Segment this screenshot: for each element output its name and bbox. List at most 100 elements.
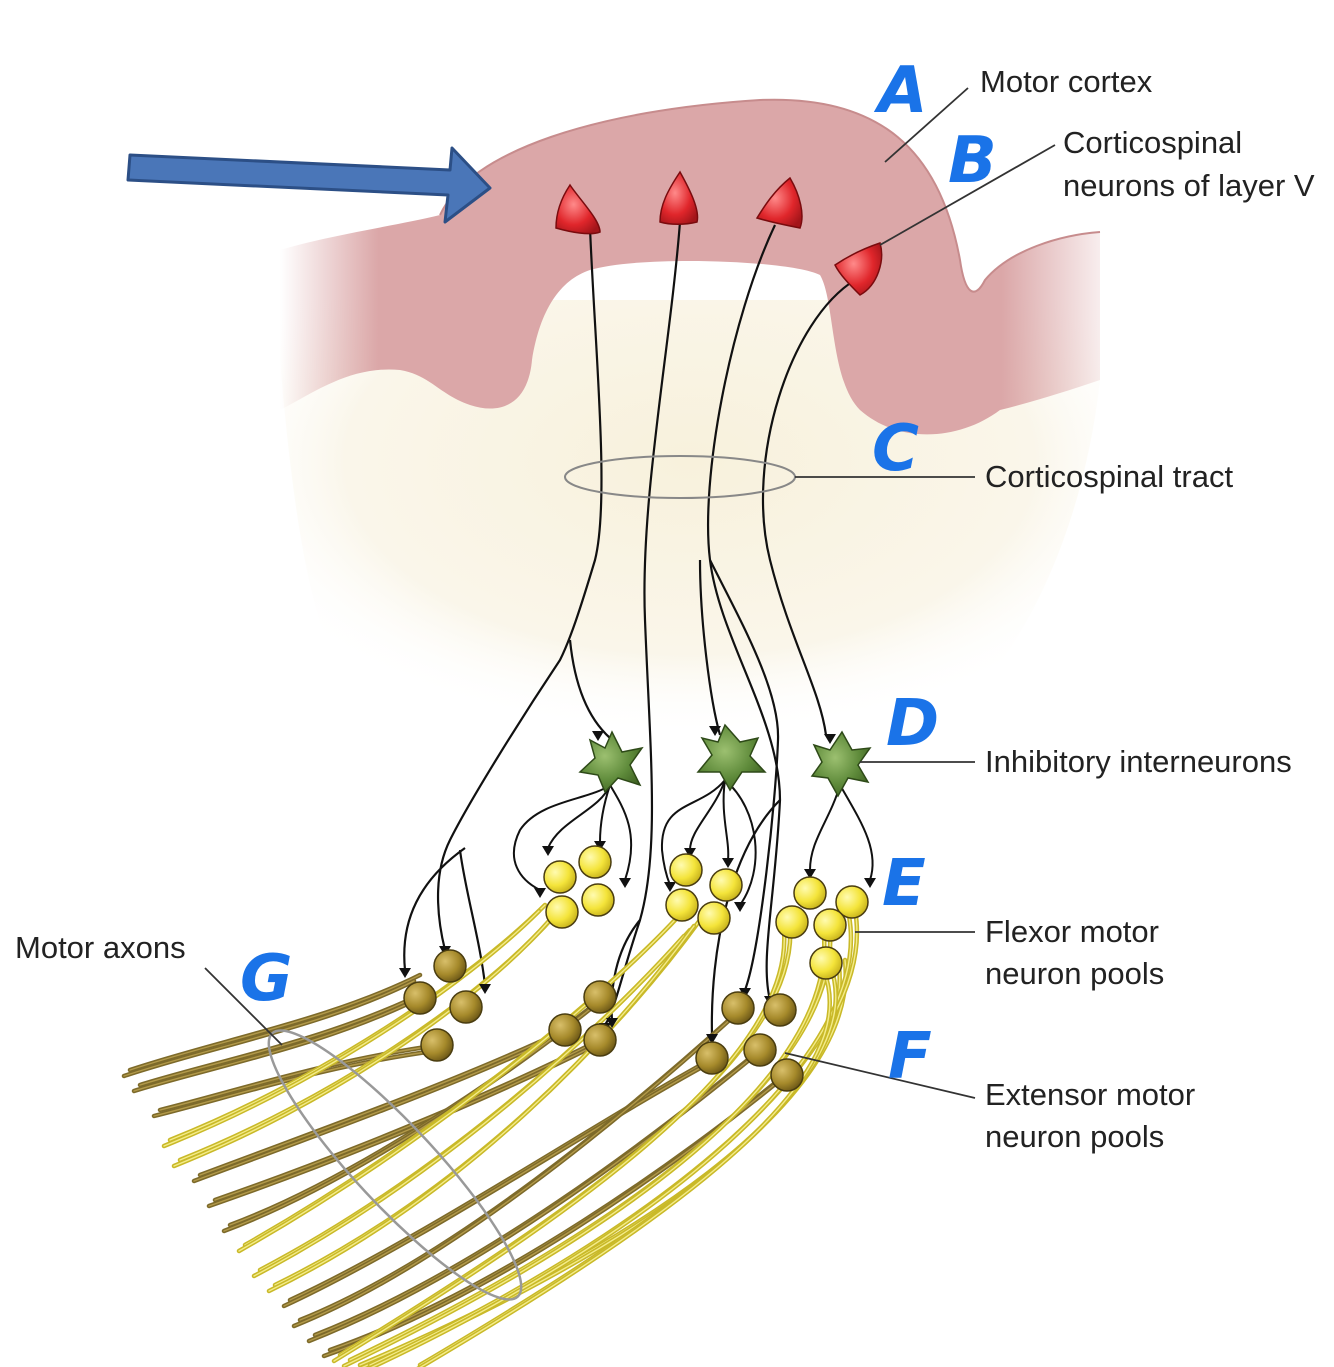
extensor-motor-neuron <box>583 1023 617 1057</box>
extensor-motor-neuron <box>403 981 437 1015</box>
synapse-terminal <box>734 902 746 912</box>
interneuron <box>810 730 872 798</box>
flexor-motor-neuron-pools <box>543 845 869 980</box>
axon-4 <box>761 279 856 736</box>
label-flexor-line1: Flexor motor <box>985 914 1159 949</box>
extensor-motor-neuron <box>583 980 617 1014</box>
axon-highlight <box>253 935 685 1277</box>
pyramidal-neuron <box>659 170 699 225</box>
flexor-motor-neuron <box>813 908 847 942</box>
axon-highlight <box>343 935 825 1367</box>
label-extensor-line2: neuron pools <box>985 1119 1164 1154</box>
axon-highlight <box>159 1044 441 1111</box>
axon-highlight <box>283 1065 705 1307</box>
pyramidal-neurons <box>555 170 883 296</box>
synapse-terminal <box>709 726 721 736</box>
axon-2 <box>604 221 682 1026</box>
labels: Motor cortex Corticospinal neurons of la… <box>15 64 1315 1154</box>
pyramidal-neuron <box>834 242 883 296</box>
letter-f: F <box>888 1020 932 1094</box>
extensor-motor-neuron <box>743 1033 777 1067</box>
axon-highlight <box>268 925 695 1292</box>
pointer-arrow <box>126 146 492 224</box>
flexor-motor-neuron <box>578 845 612 879</box>
letter-e: E <box>882 847 926 921</box>
synapse-terminal <box>824 734 836 744</box>
label-corticospinal-neurons-line1: Corticospinal <box>1063 125 1242 160</box>
flexor-motor-neuron <box>665 888 699 922</box>
letter-c: C <box>872 412 919 486</box>
axon-highlight <box>199 1029 566 1176</box>
axon-highlight <box>214 1039 601 1201</box>
axon-highlight <box>223 1005 595 1232</box>
flexor-motor-neuron <box>775 905 809 939</box>
label-corticospinal-neurons-line2: neurons of layer V <box>1063 168 1315 203</box>
synapse-terminal <box>706 1034 718 1044</box>
cortex-outline <box>439 98 1101 293</box>
axon-highlight <box>163 910 540 1147</box>
extensor-motor-neuron <box>548 1013 582 1047</box>
flexor-motor-neuron <box>669 853 703 887</box>
extensor-motor-neuron <box>770 1058 804 1092</box>
axon-highlight <box>129 974 421 1071</box>
axon-highlight <box>133 995 425 1092</box>
letter-b: B <box>948 124 997 198</box>
axon-3 <box>707 224 782 1001</box>
label-inhibitory-interneurons: Inhibitory interneurons <box>985 744 1292 779</box>
synapse-terminal <box>864 878 876 888</box>
flexor-motor-neuron <box>835 885 869 919</box>
inhibitory-interneurons <box>578 723 872 798</box>
flexor-motor-neuron <box>581 883 615 917</box>
synapse-terminal <box>592 731 604 741</box>
flexor-motor-neuron <box>809 946 843 980</box>
flexor-motor-neuron <box>793 876 827 910</box>
axon-highlight <box>173 920 550 1167</box>
axon-highlight <box>123 980 415 1077</box>
synapse-terminal <box>606 1018 618 1028</box>
label-corticospinal-tract: Corticospinal tract <box>985 459 1233 494</box>
extensor-motor-neuron <box>763 993 797 1027</box>
handwritten-letters: A B C D E F G <box>240 54 997 1094</box>
extensor-motor-neuron <box>695 1041 729 1075</box>
synapse-terminal <box>542 846 554 856</box>
axon-highlight <box>139 989 431 1086</box>
motor-axon-bundle <box>121 902 859 1367</box>
axon-1 <box>436 227 603 951</box>
leader-lines <box>204 87 1056 1099</box>
axon-highlight <box>308 1055 755 1342</box>
letter-d: D <box>886 687 939 761</box>
synapse-terminal <box>534 888 546 898</box>
pyramidal-neuron <box>755 176 803 229</box>
synapse-terminal <box>619 878 631 888</box>
label-motor-axons: Motor axons <box>15 930 186 965</box>
extensor-motor-neuron <box>433 949 467 983</box>
letter-g: G <box>240 942 293 1016</box>
synapse-terminal <box>804 869 816 879</box>
synapse-terminal <box>479 984 491 994</box>
flexor-motor-neuron <box>697 901 731 935</box>
extensor-motor-neuron <box>449 990 483 1024</box>
pyramidal-neuron <box>555 183 601 235</box>
interneuron <box>578 730 644 794</box>
extensor-motor-neuron <box>721 991 755 1025</box>
axon-highlight <box>333 930 785 1362</box>
synapse-terminal <box>722 858 734 868</box>
axon-highlight <box>293 1015 735 1327</box>
motor-axons-ring <box>267 1029 523 1301</box>
synapse-terminal <box>684 848 696 858</box>
extensor-motor-neuron <box>420 1028 454 1062</box>
axon-highlight <box>238 920 675 1252</box>
extensor-motor-neuron-pools <box>403 949 804 1092</box>
label-motor-cortex: Motor cortex <box>980 64 1153 99</box>
axon-highlight <box>193 1035 560 1182</box>
label-extensor-line1: Extensor motor <box>985 1077 1195 1112</box>
flexor-motor-neuron <box>543 860 577 894</box>
letter-a: A <box>873 54 928 128</box>
synapse-terminal <box>594 841 606 851</box>
synapse-terminal <box>399 968 411 978</box>
axon-highlight <box>370 915 852 1367</box>
interneuron <box>696 723 767 792</box>
label-flexor-line2: neuron pools <box>985 956 1164 991</box>
